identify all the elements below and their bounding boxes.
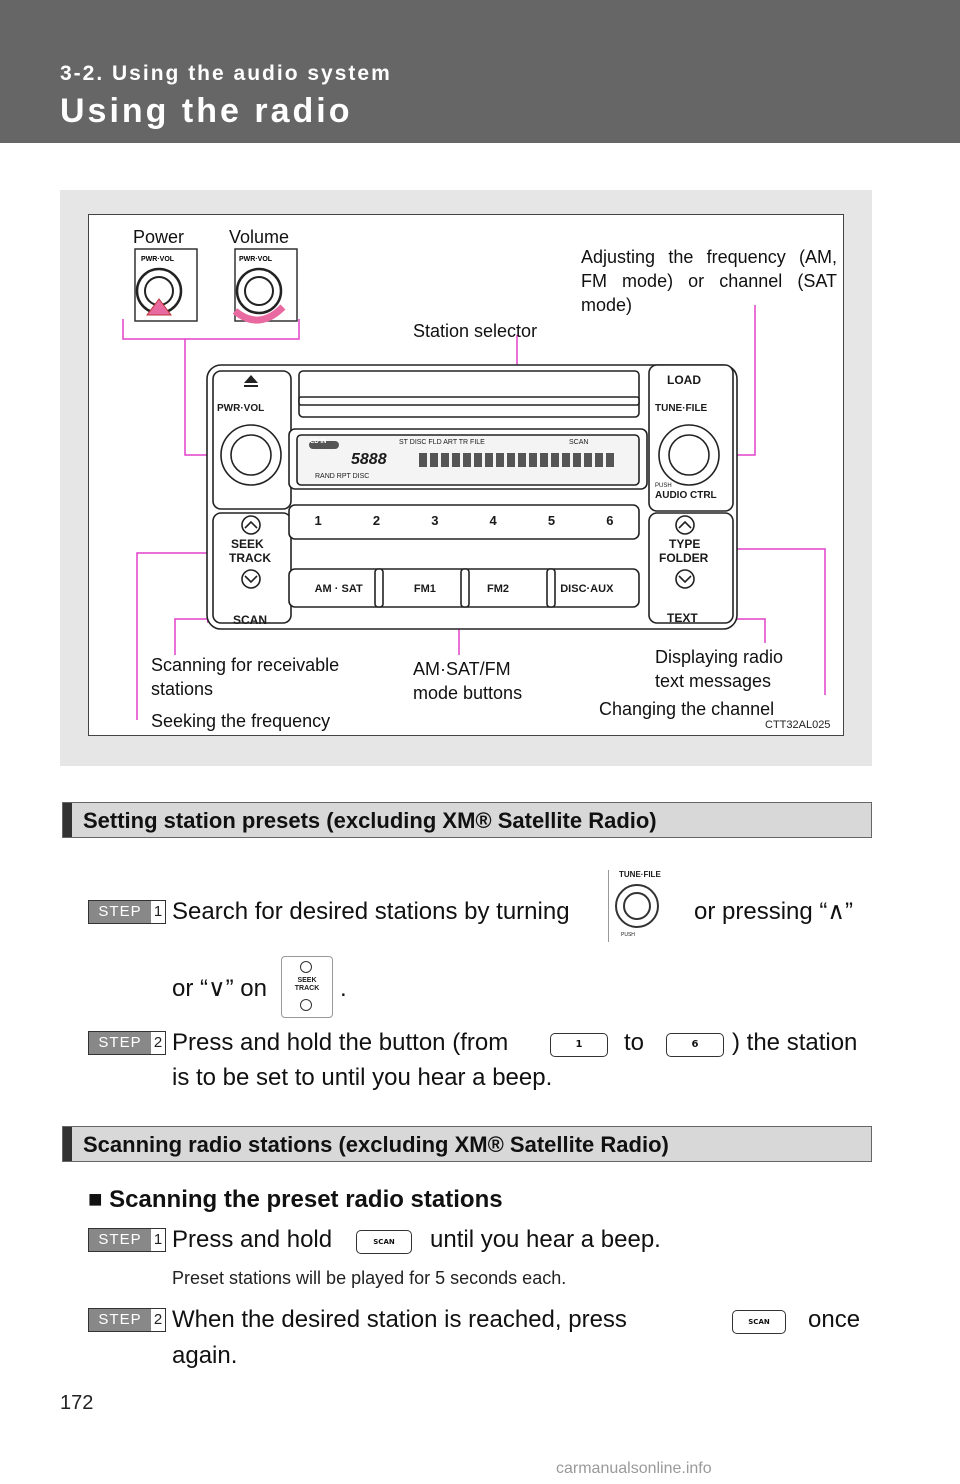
tune-file-knob-icon: TUNE·FILE PUSH bbox=[608, 870, 666, 942]
step-text: to bbox=[624, 1029, 645, 1056]
scan-button-icon: SCAN bbox=[356, 1230, 412, 1254]
unit-audio-ctrl: AUDIO CTRL bbox=[655, 490, 717, 501]
preset-button-4: 4 bbox=[489, 513, 497, 528]
step-text: Press and hold bbox=[172, 1226, 333, 1253]
figure-code: CTT32AL025 bbox=[765, 719, 831, 731]
label-displaying: Displaying radio text messages bbox=[655, 647, 784, 691]
step-text: When the desired station is reached, pre… bbox=[172, 1306, 627, 1333]
unit-pwr-vol: PWR·VOL bbox=[217, 403, 265, 414]
label-volume: Volume bbox=[229, 227, 290, 247]
chevron-down-icon bbox=[300, 999, 312, 1011]
section-title-scanning: Scanning radio stations (excluding XM® S… bbox=[83, 1132, 669, 1157]
unit-track: TRACK bbox=[229, 551, 271, 565]
mode-button-fm2: FM2 bbox=[487, 583, 510, 595]
preset-6-button-icon: 6 bbox=[666, 1033, 724, 1057]
scan-button-icon: SCAN bbox=[732, 1310, 786, 1334]
preset-1-button-icon: 1 bbox=[550, 1033, 608, 1057]
unit-type: TYPE bbox=[669, 537, 701, 551]
page-header: 3-2. Using the audio system Using the ra… bbox=[0, 0, 960, 143]
step-text: until you hear a beep. bbox=[430, 1226, 661, 1253]
step-text: Press and hold the button (from bbox=[172, 1029, 509, 1056]
label-scanning: Scanning for receivable stations bbox=[151, 655, 340, 699]
mode-row: AM · SAT FM1 FM2 DISC·AUX bbox=[289, 583, 639, 595]
unit-load: LOAD bbox=[667, 373, 701, 387]
step-badge: STEP 1 bbox=[88, 900, 166, 924]
step-text: or pressing “∧” bbox=[694, 898, 853, 925]
unit-display-top: ST DISC FLD ART TR FILE bbox=[399, 439, 485, 446]
head-unit bbox=[206, 364, 738, 630]
section-label: 3-2. Using the audio system bbox=[60, 62, 392, 85]
step-text: or “∨” on bbox=[172, 975, 267, 1002]
preset-row: 1 2 3 4 5 6 bbox=[289, 513, 639, 528]
unit-folder: FOLDER bbox=[659, 551, 709, 565]
step-badge: STEP 2 bbox=[88, 1031, 166, 1055]
preset-button-2: 2 bbox=[372, 513, 381, 528]
unit-tune-file: TUNE·FILE bbox=[655, 403, 708, 414]
step-text: ) the station bbox=[732, 1029, 858, 1056]
preset-button-1: 1 bbox=[314, 513, 322, 528]
chevrons bbox=[244, 375, 692, 584]
section-heading-scanning: Scanning radio stations (excluding XM® S… bbox=[62, 1126, 872, 1162]
display-segments bbox=[309, 441, 614, 467]
preset-button-3: 3 bbox=[431, 513, 439, 528]
unit-scan: SCAN bbox=[233, 613, 268, 627]
label-changing: Changing the channel bbox=[599, 699, 775, 719]
label-station-selector: Station selector bbox=[413, 321, 538, 341]
unit-display-bottom: RAND RPT DISC bbox=[315, 473, 370, 480]
unit-seek: SEEK bbox=[231, 537, 264, 551]
label-seeking: Seeking the frequency bbox=[151, 711, 331, 731]
preset-button-6: 6 bbox=[606, 513, 614, 528]
watermark: carmanualsonline.info bbox=[556, 1460, 712, 1477]
power-knob-inset: PWR·VOL bbox=[134, 248, 198, 322]
unit-cd-in: CD IN bbox=[310, 439, 327, 445]
mode-button-am-sat: AM · SAT bbox=[314, 583, 363, 595]
chevron-up-icon bbox=[300, 961, 312, 973]
audio-unit-figure: PWR·VOL PWR·VOL bbox=[88, 214, 844, 736]
page-title: Using the radio bbox=[60, 92, 353, 130]
preset-button-5: 5 bbox=[547, 513, 556, 528]
step-text: Search for desired stations by turning bbox=[172, 898, 570, 925]
label-mode-buttons: AM·SAT/FM mode buttons bbox=[413, 659, 523, 703]
mode-button-fm1: FM1 bbox=[413, 583, 436, 595]
step-text: once bbox=[808, 1306, 861, 1333]
label-adjusting: Adjusting the frequency (AM, FM mode) or… bbox=[581, 247, 837, 315]
step-note: Preset stations will be played for 5 sec… bbox=[172, 1268, 567, 1288]
label-power: Power bbox=[133, 227, 185, 247]
mode-button-disc-aux: DISC·AUX bbox=[560, 583, 614, 595]
step-text: . bbox=[340, 975, 347, 1002]
page-number: 172 bbox=[60, 1392, 94, 1414]
step-text: is to be set to until you hear a beep. bbox=[172, 1064, 553, 1091]
subheading: ■ Scanning the preset radio stations bbox=[88, 1186, 503, 1213]
section-heading-presets: Setting station presets (excluding XM® S… bbox=[62, 802, 872, 838]
audio-unit-illustration: PWR·VOL PWR·VOL bbox=[122, 248, 826, 720]
svg-text:PWR·VOL: PWR·VOL bbox=[141, 256, 175, 263]
step-badge: STEP 1 bbox=[88, 1228, 166, 1252]
unit-text: TEXT bbox=[667, 611, 698, 625]
unit-push: PUSH bbox=[655, 483, 672, 489]
step-text: again. bbox=[172, 1342, 238, 1369]
unit-display-number: 5888 bbox=[351, 451, 387, 468]
unit-display-scan: SCAN bbox=[569, 439, 589, 446]
volume-knob-inset: PWR·VOL bbox=[232, 248, 298, 324]
step-badge: STEP 2 bbox=[88, 1308, 166, 1332]
section-title-presets: Setting station presets (excluding XM® S… bbox=[83, 808, 657, 833]
svg-text:PWR·VOL: PWR·VOL bbox=[239, 256, 273, 263]
